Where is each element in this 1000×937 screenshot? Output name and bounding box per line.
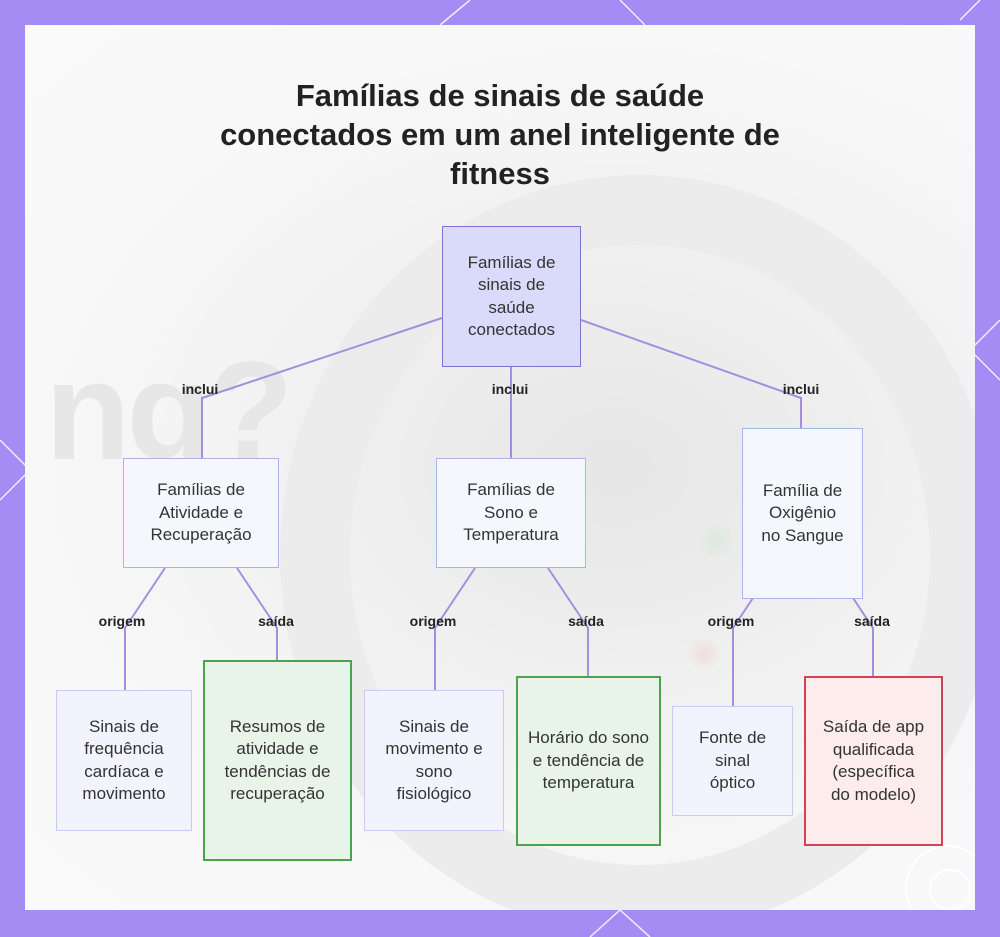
corner-badge: [905, 845, 975, 910]
edge-root-activity: [201, 317, 443, 458]
edge-label-output: saída: [568, 613, 604, 629]
edge-label-origin: origem: [707, 613, 755, 629]
edge-label-output: saída: [854, 613, 890, 629]
edge-sleep-time: [547, 567, 589, 676]
edge-activity-hr: [124, 567, 166, 690]
title-line-3: fitness: [450, 156, 550, 191]
node-blood-oxygen: Família de Oxigênio no Sangue: [742, 428, 863, 599]
node-optical-signal: Fonte de sinal óptico: [672, 706, 793, 816]
node-activity-recovery: Famílias de Atividade e Recuperação: [123, 458, 279, 568]
node-sleep-temperature: Famílias de Sono e Temperatura: [436, 458, 586, 568]
node-movement-sleep: Sinais de movimento e sono fisiológico: [364, 690, 504, 831]
edge-label-includes: inclui: [782, 381, 820, 397]
title-line-2: conectados em um anel inteligente de: [220, 117, 780, 152]
edge-oxygen-optical: [732, 597, 754, 706]
edge-label-origin: origem: [409, 613, 457, 629]
edge-label-includes: inclui: [491, 381, 529, 397]
edge-sleep-movement: [434, 567, 476, 690]
green-led-glow: [695, 520, 735, 560]
edge-label-output: saída: [258, 613, 294, 629]
node-root: Famílias de sinais de saúde conectados: [442, 226, 581, 367]
edge-oxygen-app: [852, 597, 874, 676]
node-sleep-time-temperature: Horário do sono e tendência de temperatu…: [516, 676, 661, 846]
node-qualified-app-output: Saída de app qualificada (específica do …: [804, 676, 943, 846]
title-line-1: Famílias de sinais de saúde: [295, 78, 705, 113]
node-heart-rate-motion: Sinais de frequência cardíaca e moviment…: [56, 690, 192, 831]
edge-root-oxygen: [580, 319, 802, 428]
node-activity-summaries: Resumos de atividade e tendências de rec…: [203, 660, 352, 861]
edge-activity-summaries: [236, 567, 278, 660]
red-led-glow: [687, 637, 721, 671]
edge-label-includes: inclui: [181, 381, 219, 397]
edge-label-origin: origem: [98, 613, 146, 629]
diagram-title: Famílias de sinais de saúde conectados e…: [150, 76, 850, 193]
